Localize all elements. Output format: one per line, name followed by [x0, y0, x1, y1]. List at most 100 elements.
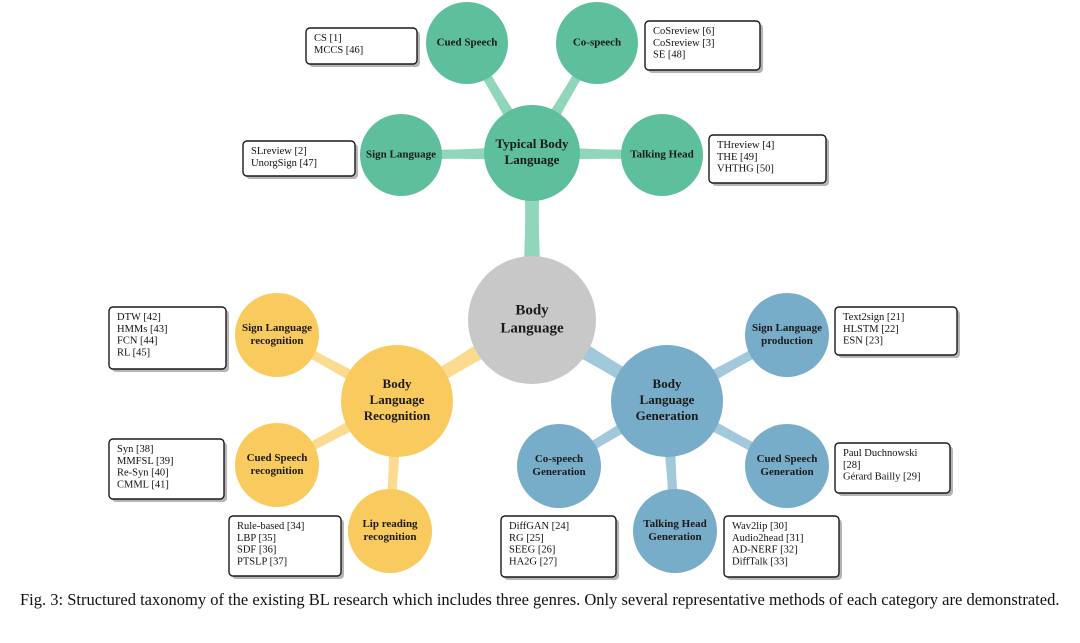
reference-entry: RG [25]: [509, 533, 544, 544]
reference-entry: ESN [23]: [843, 336, 883, 347]
refs-box-cued-speech-frame: [305, 27, 418, 65]
refs-box-co-speech-generation: DiffGAN [24]RG [25]SEEG [26]HA2G [27]: [500, 515, 619, 580]
refs-box-co-speech: CoSreview [6]CoSreview [3]SE [48]: [644, 20, 763, 73]
reference-entry: CoSreview [3]: [653, 38, 715, 49]
node-talking-head-generation-circle: [633, 489, 717, 573]
refs-box-sign-language-recognition-frame: [108, 306, 227, 370]
reference-entry: THE [49]: [717, 152, 758, 163]
node-co-speech-generation-label: Co-speech: [535, 453, 583, 465]
node-sign-language-label: Sign Language: [366, 149, 436, 161]
node-recognition-label: Language: [370, 392, 425, 407]
reference-entry: RL [45]: [117, 347, 150, 358]
node-talking-head: Talking Head: [621, 114, 703, 196]
node-body-language-circle: [468, 256, 596, 384]
node-lip-reading-recognition-label: recognition: [364, 531, 417, 543]
node-body-language-label: Language: [500, 321, 564, 337]
node-sign-language-production-label: Sign Language: [752, 322, 822, 334]
reference-entry: Re-Syn [40]: [117, 468, 169, 479]
reference-entry: DiffGAN [24]: [509, 521, 569, 532]
refs-box-sign-language-production-frame: [834, 306, 958, 356]
reference-box-layer: CS [1]MCCS [46] CoSreview [6]CoSreview [3…: [108, 20, 960, 580]
refs-box-cued-speech-generation: Paul Duchnowski[28]Gérard Bailly [29]: [834, 442, 953, 496]
reference-entry: DiffTalk [33]: [732, 556, 788, 567]
node-generation-circle: [611, 345, 723, 457]
reference-entry: HMMs [43]: [117, 324, 167, 335]
reference-entry: AD-NERF [32]: [732, 545, 798, 556]
reference-entry: Wav2lip [30]: [732, 521, 787, 532]
node-cued-speech-label: Cued Speech: [437, 37, 498, 49]
reference-entry: SEEG [26]: [509, 545, 555, 556]
figure-caption: Fig. 3: Structured taxonomy of the exist…: [20, 590, 1060, 609]
reference-entry: CMML [41]: [117, 479, 169, 490]
refs-box-talking-head-generation-frame: [723, 515, 840, 578]
reference-entry: UnorgSign [47]: [251, 158, 317, 169]
node-body-language-label: Body: [515, 302, 549, 318]
node-talking-head-circle: [621, 114, 703, 196]
reference-entry: FCN [44]: [117, 336, 158, 347]
reference-entry: Syn [38]: [117, 444, 153, 455]
refs-box-sign-language-frame: [242, 140, 356, 177]
node-recognition-label: Recognition: [364, 408, 431, 423]
reference-entry: CoSreview [6]: [653, 26, 715, 37]
node-typical-label: Typical Body: [495, 136, 569, 151]
node-cued-speech: Cued Speech: [426, 2, 508, 84]
reference-entry: Rule-based [34]: [237, 521, 304, 532]
node-cued-speech-generation-label: Generation: [760, 466, 813, 478]
node-cued-speech-recognition-circle: [235, 423, 319, 507]
node-cued-speech-circle: [426, 2, 508, 84]
refs-box-cued-speech: CS [1]MCCS [46]: [305, 27, 420, 67]
node-cued-speech-generation-label: Cued Speech: [757, 453, 818, 465]
node-recognition-circle: [341, 345, 453, 457]
node-recognition-label: Body: [383, 376, 412, 391]
reference-entry: MMFSL [39]: [117, 456, 174, 467]
reference-entry: SLreview [2]: [251, 146, 307, 157]
reference-entry: THreview [4]: [717, 140, 774, 151]
reference-entry: LBP [35]: [237, 533, 276, 544]
reference-entry: HA2G [27]: [509, 556, 557, 567]
refs-box-talking-head-frame: [708, 134, 827, 184]
reference-entry: MCCS [46]: [314, 45, 363, 56]
node-co-speech-label: Co-speech: [573, 37, 621, 49]
refs-box-cued-speech-generation-frame: [834, 442, 951, 494]
reference-entry: [28]: [843, 460, 861, 471]
node-typical-label: Language: [505, 152, 560, 167]
node-co-speech-generation-label: Generation: [532, 466, 585, 478]
refs-box-talking-head-generation: Wav2lip [30]Audio2head [31]AD-NERF [32]D…: [723, 515, 842, 580]
refs-box-lip-reading-recognition-frame: [228, 515, 342, 577]
reference-entry: DTW [42]: [117, 312, 161, 323]
node-co-speech-generation-circle: [517, 424, 601, 508]
node-sign-language-production-label: production: [761, 335, 813, 347]
refs-box-cued-speech-recognition-frame: [108, 438, 225, 500]
refs-box-lip-reading-recognition: Rule-based [34]LBP [35]SDF [36]PTSLP [37…: [228, 515, 344, 579]
reference-entry: VHTHG [50]: [717, 164, 774, 175]
reference-entry: Text2sign [21]: [843, 312, 904, 323]
node-co-speech-circle: [556, 2, 638, 84]
node-cued-speech-recognition-label: recognition: [251, 465, 304, 477]
node-cued-speech-generation-circle: [745, 424, 829, 508]
refs-box-talking-head: THreview [4]THE [49]VHTHG [50]: [708, 134, 829, 186]
node-sign-language-circle: [360, 114, 442, 196]
reference-entry: SE [48]: [653, 50, 685, 61]
node-sign-language-production-circle: [745, 293, 829, 377]
reference-entry: CS [1]: [314, 33, 342, 44]
reference-entry: SDF [36]: [237, 545, 276, 556]
node-talking-head-label: Talking Head: [630, 149, 693, 161]
refs-box-co-speech-generation-frame: [500, 515, 617, 578]
node-talking-head-generation-label: Talking Head: [643, 518, 706, 530]
node-lip-reading-recognition-label: Lip reading: [362, 518, 418, 530]
node-lip-reading-recognition-circle: [348, 489, 432, 573]
reference-entry: Audio2head [31]: [732, 533, 803, 544]
